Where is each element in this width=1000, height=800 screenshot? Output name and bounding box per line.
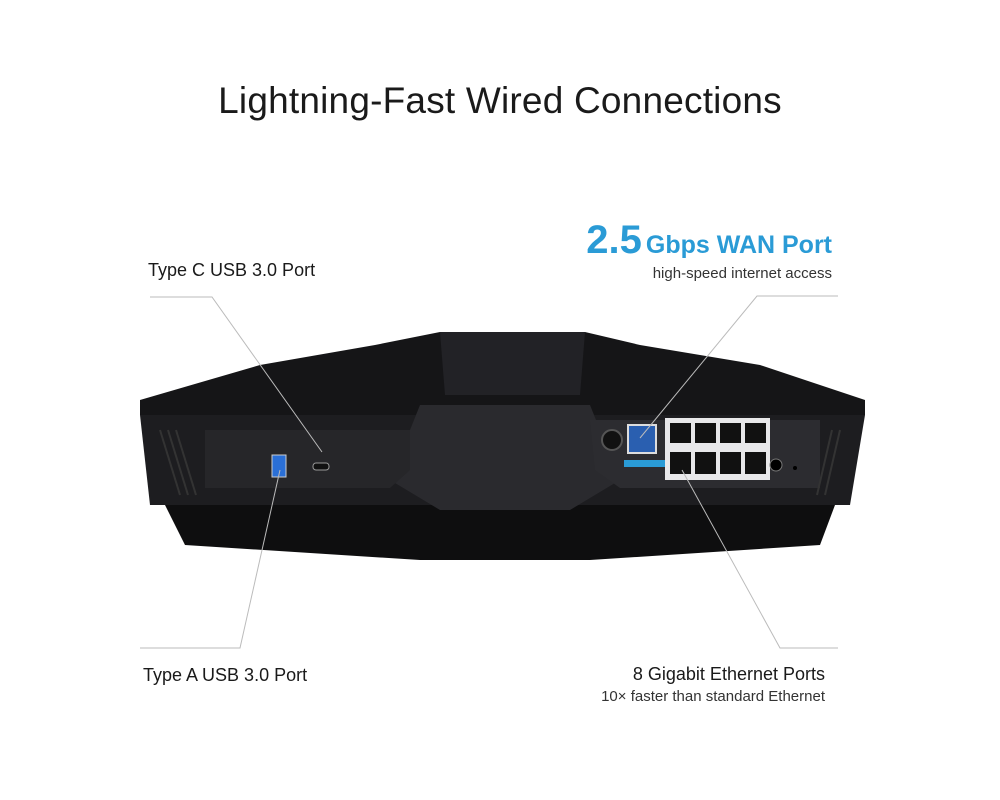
type-c-usb-label: Type C USB 3.0 Port <box>148 260 316 280</box>
type-c-leader-line <box>150 296 323 453</box>
usb-type-c-port <box>312 462 330 471</box>
page-title: Lightning-Fast Wired Connections <box>218 80 782 121</box>
wan-leader-line <box>639 295 838 439</box>
type-a-usb-label: Type A USB 3.0 Port <box>143 665 308 685</box>
wan-port <box>627 424 657 454</box>
type-a-leader-line <box>140 469 281 649</box>
ethernet-subtitle: 10× faster than standard Ethernet <box>601 688 825 705</box>
ethernet-leader-line <box>681 469 838 649</box>
power-jack <box>769 458 783 472</box>
reset-hole <box>793 466 797 470</box>
wan-subtitle: high-speed internet access <box>652 265 832 282</box>
ethernet-ports-label: 8 Gigabit Ethernet Ports <box>632 664 825 684</box>
usb-type-a-port <box>271 454 287 478</box>
left-port-panel <box>205 430 410 488</box>
wan-speed-unit: Gbps WAN Port <box>645 231 832 259</box>
wan-speed-value: 2.5 <box>586 218 642 262</box>
power-button <box>601 429 623 451</box>
router-base <box>165 505 835 560</box>
